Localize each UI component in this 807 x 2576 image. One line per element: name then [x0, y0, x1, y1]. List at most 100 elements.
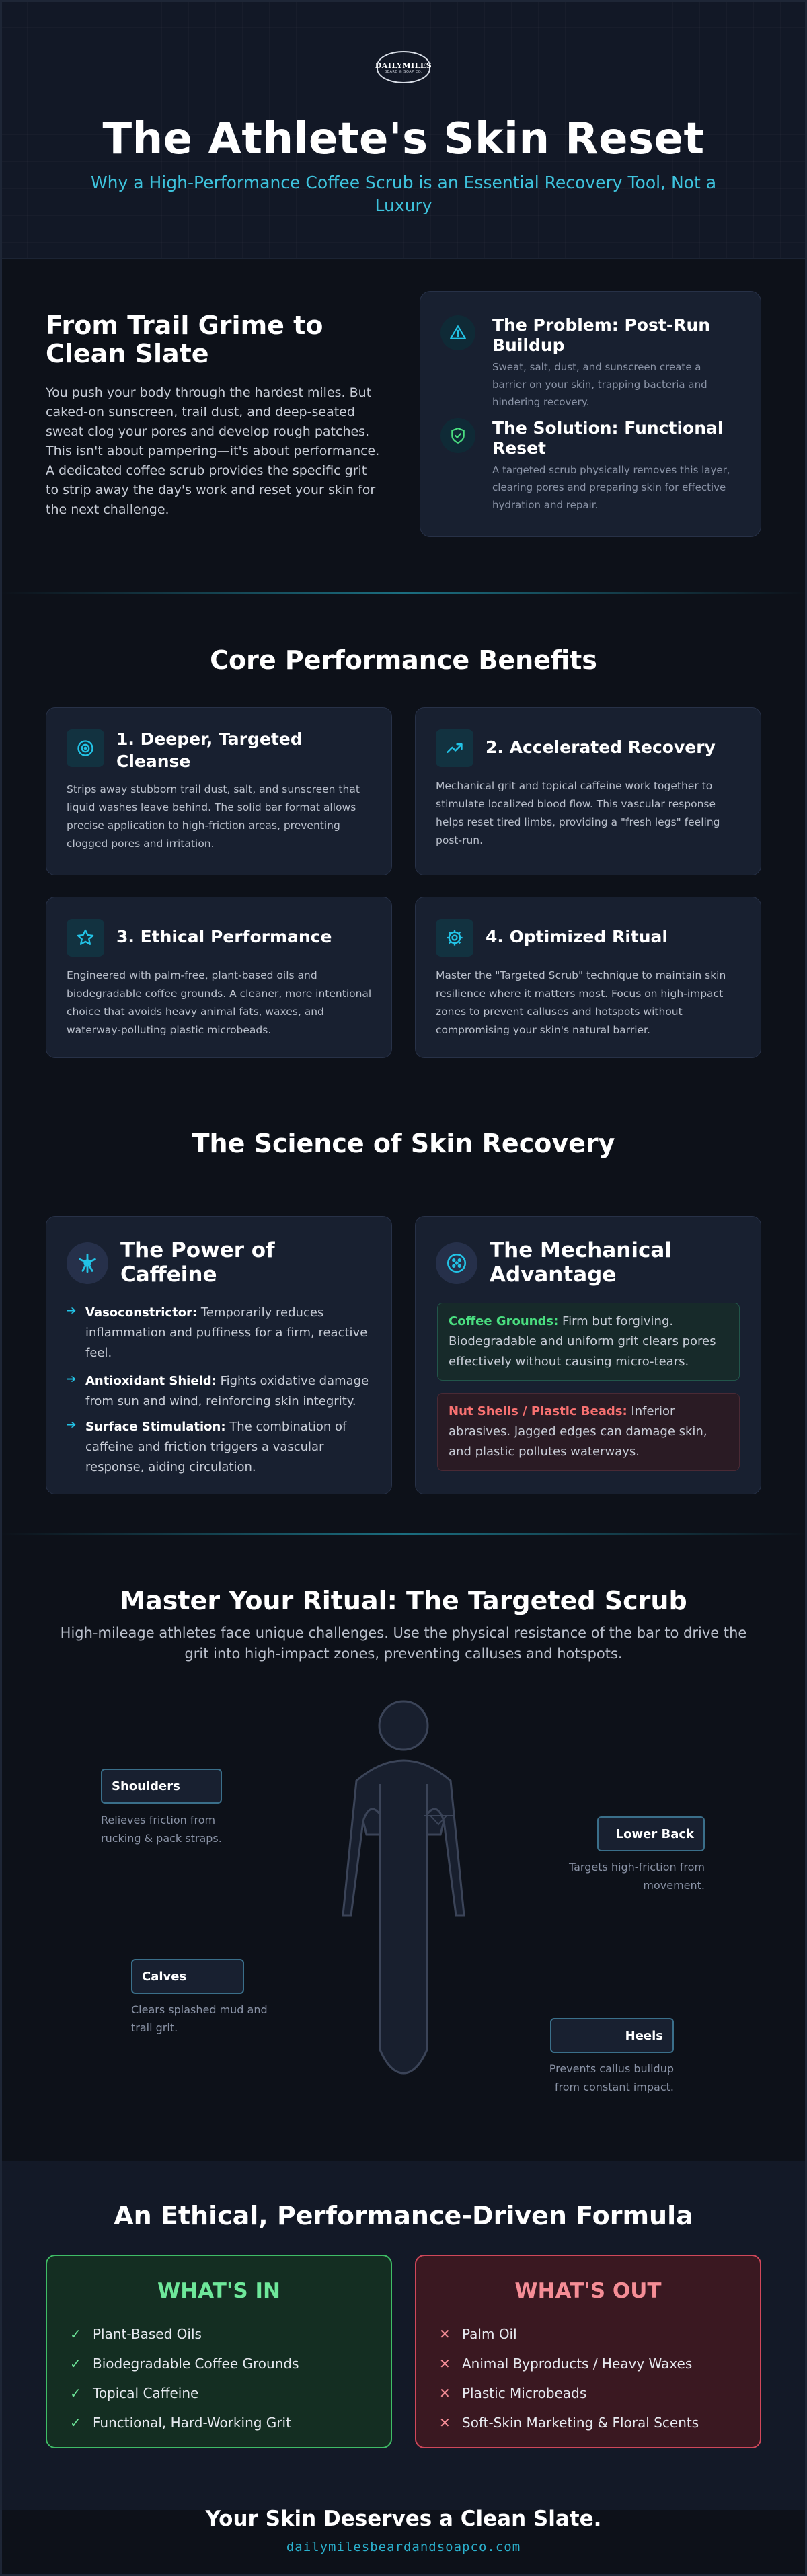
problem-solution-card: The Problem: Post-Run Buildup Sweat, sal… [420, 291, 761, 537]
whats-out-box: WHAT'S OUT ✕ Palm Oil ✕ Animal Byproducts … [415, 2255, 761, 2448]
zone-label: Calves [142, 1969, 187, 1984]
list-item: ✕ Palm Oil [439, 2326, 748, 2342]
benefit-card: 1. Deeper, Targeted Cleanse Strips away … [46, 707, 392, 875]
benefit-card: 4. Optimized Ritual Master the "Targeted… [415, 897, 761, 1058]
problem-desc: Sweat, salt, dust, and sunscreen create … [492, 361, 707, 408]
cross-icon: ✕ [439, 2385, 451, 2401]
zone-label: Lower Back [615, 1826, 694, 1841]
benefit-title: 2. Accelerated Recovery [486, 737, 716, 757]
hero-header: DAILYMILES BEARD & SOAP CO. The Athlete'… [0, 0, 807, 259]
solution-desc: A targeted scrub physically removes this… [492, 464, 730, 511]
list-item: ✕ Plastic Microbeads [439, 2385, 748, 2401]
benefit-card: 3. Ethical Performance Engineered with p… [46, 897, 392, 1058]
benefits-heading: Core Performance Benefits [210, 645, 597, 675]
zone-button-calves[interactable]: Calves [131, 1959, 244, 1994]
list-item: ✕ Animal Byproducts / Heavy Waxes [439, 2356, 748, 2372]
point-label: Antioxidant Shield: [85, 1374, 217, 1388]
check-icon: ✓ [70, 2385, 81, 2401]
item-text: Animal Byproducts / Heavy Waxes [462, 2356, 693, 2372]
problem-title: The Problem: Post-Run Buildup [492, 315, 711, 355]
point-label: Surface Stimulation: [85, 1420, 226, 1434]
benefit-title: 3. Ethical Performance [116, 927, 332, 947]
zone-label: Shoulders [112, 1779, 180, 1794]
body-silhouette [342, 1700, 465, 2075]
zone-button-lower-back[interactable]: Lower Back [597, 1816, 705, 1851]
benefit-desc: Master the "Targeted Scrub" technique to… [436, 969, 726, 1036]
point-text: Temporarily reduces inflammation and puf… [85, 1305, 368, 1360]
brand-logo: DAILYMILES BEARD & SOAP CO. [375, 51, 432, 83]
good-text: Firm but forgiving. Biodegradable and un… [449, 1314, 716, 1369]
benefit-title: 4. Optimized Ritual [486, 927, 668, 947]
zone-label: Heels [625, 2028, 663, 2043]
item-text: Plastic Microbeads [462, 2385, 587, 2401]
zone-desc: Prevents callus buildup from constant im… [549, 2062, 674, 2093]
good-label: Coffee Grounds: [449, 1314, 559, 1328]
check-icon: ✓ [70, 2326, 81, 2342]
footer-title: Your Skin Deserves a Clean Slate. [205, 2507, 602, 2531]
page-subtitle: Why a High-Performance Coffee Scrub is a… [90, 173, 717, 215]
cross-icon: ✕ [439, 2415, 451, 2431]
caffeine-title: The Power of Caffeine [120, 1238, 275, 1287]
zone-button-shoulders[interactable]: Shoulders [101, 1769, 222, 1804]
whats-in-box: WHAT'S IN ✓ Plant-Based Oils ✓Biodegradab… [46, 2255, 392, 2448]
benefit-desc: Engineered with palm-free, plant-based o… [67, 969, 372, 1036]
benefit-title: 1. Deeper, Targeted Cleanse [116, 729, 303, 771]
mechanical-card: The Mechanical Advantage Coffee Grounds:… [415, 1216, 761, 1494]
check-icon: ✓ [70, 2415, 81, 2431]
ritual-heading: Master Your Ritual: The Targeted Scrub [120, 1586, 687, 1615]
mechanical-title: The Mechanical Advantage [490, 1238, 672, 1287]
list-item: ✓Biodegradable Coffee Grounds [70, 2356, 379, 2372]
star-icon [67, 919, 104, 957]
item-text: Soft-Skin Marketing & Floral Scents [462, 2415, 699, 2431]
point-label: Vasoconstrictor: [85, 1305, 198, 1320]
ritual-subheading: High-mileage athletes face unique challe… [60, 1625, 747, 1662]
cross-icon: ✕ [439, 2326, 451, 2342]
point-text: Fights oxidative damage from sun and win… [85, 1374, 369, 1408]
benefits-section: Core Performance Benefits 1. Deeper, Tar… [0, 594, 807, 1095]
item-text: Plant-Based Oils [93, 2326, 202, 2342]
caffeine-card: The Power of Caffeine ➔ Vasoconstrictor:… [46, 1216, 392, 1494]
formula-section: An Ethical, Performance-Driven Formula W… [0, 2161, 807, 2510]
formula-heading: An Ethical, Performance-Driven Formula [114, 2201, 693, 2230]
science-heading: The Science of Skin Recovery [192, 1129, 615, 1158]
grit-dots-icon [436, 1242, 477, 1284]
intro-body: You push your body through the hardest m… [46, 385, 380, 517]
section-divider [0, 1533, 807, 1535]
bad-label: Nut Shells / Plastic Beads: [449, 1404, 627, 1418]
zone-desc: Relieves friction from rucking & pack st… [101, 1814, 222, 1845]
list-item: ✓ Topical Caffeine [70, 2385, 379, 2401]
arrow-right-icon: ➔ [67, 1304, 77, 1318]
benefit-desc: Mechanical grit and topical caffeine wor… [436, 780, 720, 846]
benefit-card: 2. Accelerated Recovery Mechanical grit … [415, 707, 761, 875]
item-text: Palm Oil [462, 2326, 517, 2342]
ritual-section: Master Your Ritual: The Targeted Scrub H… [0, 1535, 807, 2161]
molecule-icon [67, 1242, 108, 1284]
coffee-grounds-box: Coffee Grounds: Firm but forgiving. Biod… [437, 1303, 740, 1381]
footer: Your Skin Deserves a Clean Slate. dailym… [0, 2507, 807, 2576]
intro-section: From Trail Grime to Clean Slate You push… [0, 259, 807, 592]
intro-heading: From Trail Grime to Clean Slate [46, 311, 323, 368]
logo-text: DAILYMILES [375, 61, 432, 70]
logo-subtext: BEARD & SOAP CO. [384, 69, 423, 74]
zone-desc: Targets high-friction from movement. [569, 1861, 705, 1892]
solution-title: The Solution: Functional Reset [492, 418, 724, 458]
list-item: ✓ Functional, Hard-Working Grit [70, 2415, 379, 2431]
target-icon [67, 729, 104, 767]
section-divider [0, 592, 807, 594]
point-text: The combination of caffeine and friction… [85, 1420, 347, 1474]
footer-url-link[interactable]: dailymilesbeardandsoapco.com [286, 2540, 521, 2554]
item-text: Topical Caffeine [93, 2385, 199, 2401]
warning-triangle-icon [440, 315, 475, 350]
cross-icon: ✕ [439, 2356, 451, 2372]
arrow-right-icon: ➔ [67, 1418, 77, 1432]
gear-icon [436, 919, 473, 957]
zone-desc: Clears splashed mud and trail grit. [131, 2003, 268, 2034]
whats-in-heading: WHAT'S IN [157, 2279, 280, 2303]
item-text: Functional, Hard-Working Grit [93, 2415, 291, 2431]
zone-button-heels[interactable]: Heels [550, 2018, 674, 2053]
shield-check-icon [440, 418, 475, 453]
whats-out-heading: WHAT'S OUT [514, 2279, 662, 2303]
list-item: ✕ Soft-Skin Marketing & Floral Scents [439, 2415, 748, 2431]
check-icon: ✓ [70, 2356, 81, 2372]
bad-text: Inferior abrasives. Jagged edges can dam… [449, 1404, 707, 1459]
